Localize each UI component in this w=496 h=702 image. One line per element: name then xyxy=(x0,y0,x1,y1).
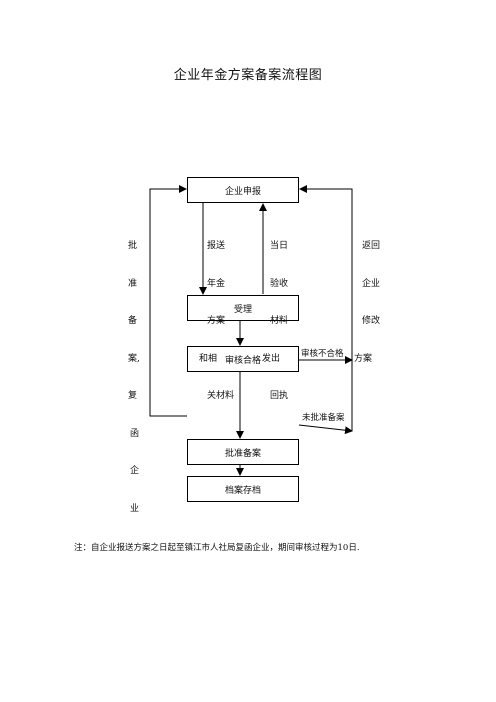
label-approve-char: 案, xyxy=(128,353,140,364)
label-review-fail: 审核不合格 xyxy=(301,349,344,359)
label-receipt-line: 发出 xyxy=(262,353,281,364)
label-approve-char: 批 xyxy=(128,241,138,251)
arrow-not-approved xyxy=(298,424,353,435)
box-accept: 受理 xyxy=(187,295,299,321)
arrow-approve-reply xyxy=(149,185,187,417)
label-return-line: 方案 xyxy=(354,353,373,364)
label-submit-line: 关材料 xyxy=(207,391,235,401)
page-title: 企业年金方案备案流程图 xyxy=(173,68,323,83)
label-return-line: 返回 xyxy=(362,241,381,251)
label-approve-char: 备 xyxy=(128,316,138,326)
label-approve-char: 准 xyxy=(128,278,138,289)
label-receipt-line: 材料 xyxy=(270,316,289,326)
label-approve-reply: 批 准 备 案, 复 函 企 业 xyxy=(128,215,140,540)
box-apply: 企业申报 xyxy=(187,177,299,203)
box-review-pass: 审核合格 xyxy=(187,346,299,372)
label-approve-char: 复 xyxy=(128,391,138,401)
box-archive: 档案存档 xyxy=(187,476,299,502)
label-approve-char: 函 xyxy=(130,428,140,439)
label-submit-line: 报送 xyxy=(207,241,226,251)
label-receipt-line: 回执 xyxy=(270,391,289,401)
label-receipt-line: 验收 xyxy=(270,278,289,289)
label-submit-line: 方案 xyxy=(207,316,226,326)
label-submit-materials: 报送 年金 方案 和相 关材料 xyxy=(199,215,235,428)
label-return-line: 企业 xyxy=(362,278,381,289)
label-submit-line: 和相 xyxy=(199,353,218,364)
label-not-approved: 未批准备案 xyxy=(302,413,345,423)
label-receipt-line: 当日 xyxy=(270,241,289,251)
box-approve: 批准备案 xyxy=(187,439,299,465)
label-return-modify: 返回 企业 修改 方案 xyxy=(354,215,381,390)
label-submit-line: 年金 xyxy=(207,278,226,289)
label-receipt: 当日 验收 材料 发出 回执 xyxy=(262,215,289,428)
footnote: 注：自企业报送方案之日起至镇江市人社局复函企业，期间审核过程为10日. xyxy=(74,543,360,553)
label-approve-char: 业 xyxy=(130,503,140,514)
arrow-return-modify xyxy=(299,185,353,431)
label-return-line: 修改 xyxy=(362,316,381,326)
label-approve-char: 企 xyxy=(130,466,140,476)
